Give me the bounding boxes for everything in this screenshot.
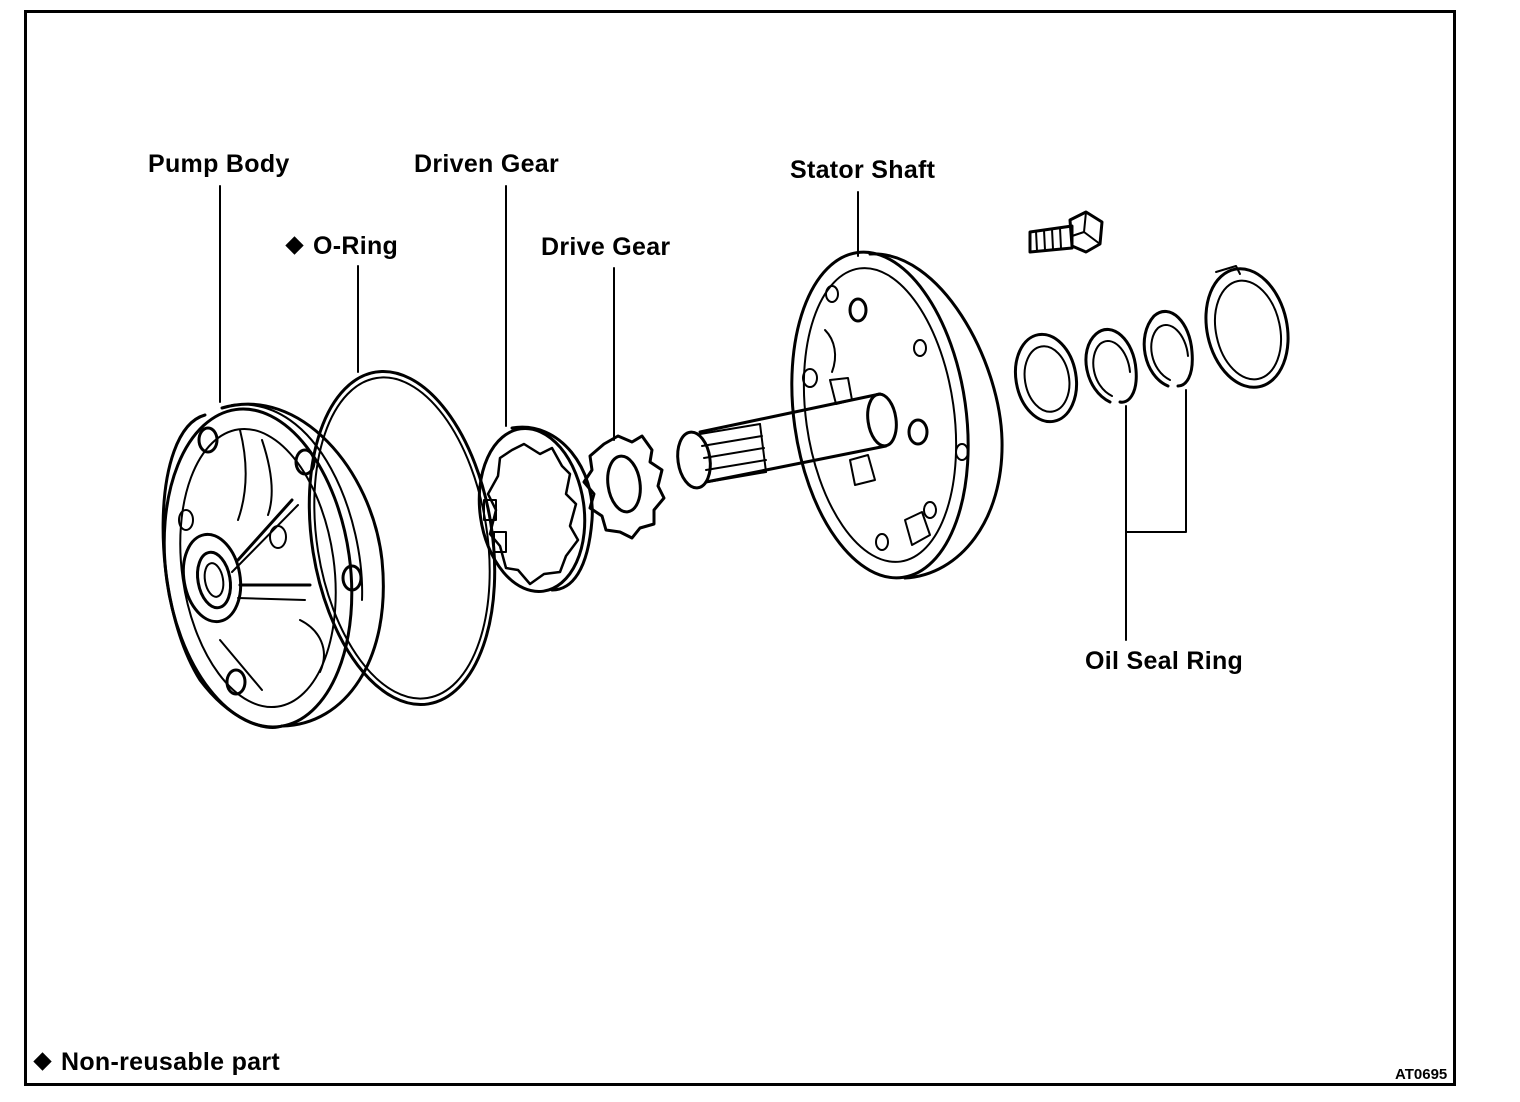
figure-code: AT0695 <box>1395 1066 1448 1083</box>
label-oil-seal-ring: Oil Seal Ring <box>1085 647 1244 675</box>
leader-oil-seal-ring <box>1125 389 1187 641</box>
label-o-ring: O-Ring <box>285 232 399 261</box>
o-ring-part <box>307 369 497 707</box>
oil-seal-ring-1 <box>1084 327 1138 404</box>
figure-frame <box>24 10 1456 1086</box>
drive-gear-part <box>582 434 666 540</box>
diamond-icon <box>33 1052 52 1071</box>
legend-non-reusable: Non-reusable part <box>33 1048 281 1077</box>
label-drive-gear: Drive Gear <box>541 233 671 261</box>
thrust-washer-large <box>1204 265 1290 389</box>
leader-lines <box>219 185 1187 641</box>
label-driven-gear: Driven Gear <box>414 150 560 178</box>
driven-gear-part <box>477 425 594 594</box>
label-pump-body: Pump Body <box>148 150 290 178</box>
thrust-washer-small <box>1013 332 1079 424</box>
stator-shaft-part <box>676 250 1004 580</box>
bolt-part <box>1028 210 1104 254</box>
oil-seal-ring-2 <box>1142 309 1194 388</box>
label-stator-shaft: Stator Shaft <box>790 156 936 184</box>
diamond-icon <box>285 236 304 255</box>
label-o-ring-text: O-Ring <box>313 232 399 260</box>
pump-body-part <box>161 402 385 729</box>
legend-non-reusable-text: Non-reusable part <box>61 1048 281 1076</box>
